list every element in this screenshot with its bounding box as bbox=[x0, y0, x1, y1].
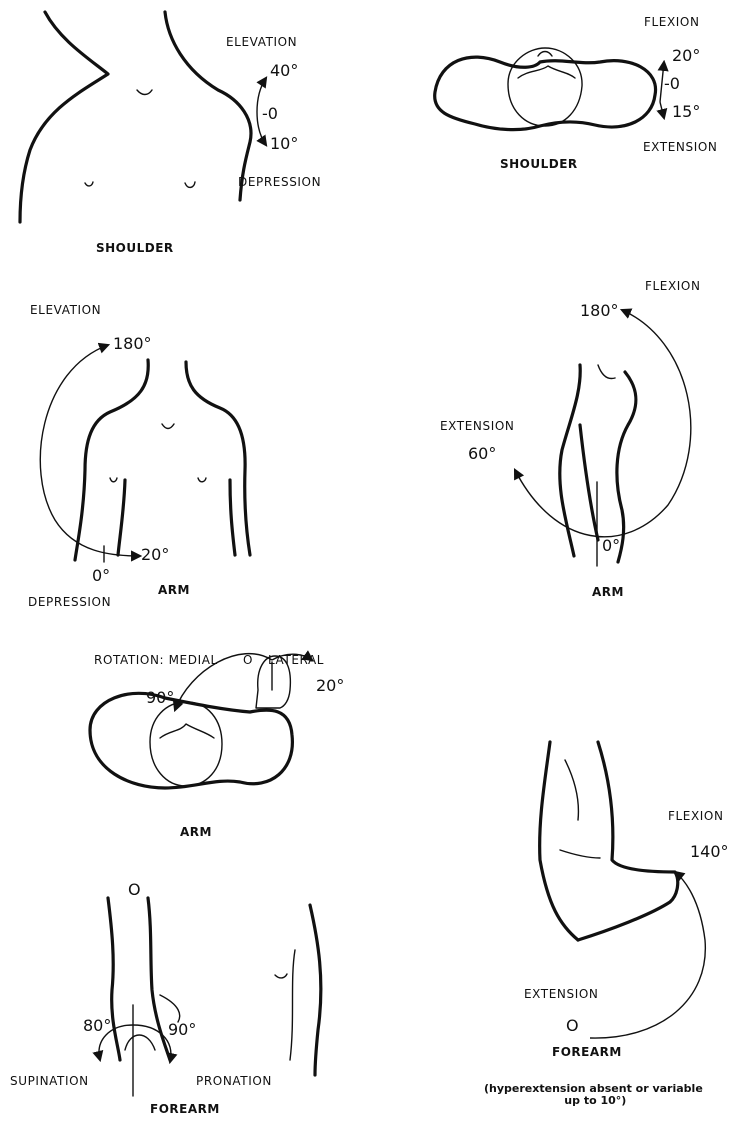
arm-front-elevation-value: 180° bbox=[113, 336, 152, 352]
arm-side-zero: 0° bbox=[602, 538, 620, 554]
shoulder-front-elevation-label: ELEVATION bbox=[226, 36, 297, 48]
forearm-flexion-motion-arrow bbox=[590, 872, 705, 1038]
hyperextension-note: (hyperextension absent or variable up to… bbox=[484, 1083, 703, 1107]
forearm-rotation-supination-label: SUPINATION bbox=[10, 1075, 89, 1087]
forearm-rotation-pronation-label: PRONATION bbox=[196, 1075, 272, 1087]
forearm-rotation-zero: O bbox=[128, 882, 141, 898]
shoulder-top-extension-value: 15° bbox=[672, 104, 700, 120]
shoulder-top-flexion-value: 20° bbox=[672, 48, 700, 64]
shoulder-top-zero: -0 bbox=[664, 76, 680, 92]
arm-front-elevation-label: ELEVATION bbox=[30, 304, 101, 316]
shoulder-top-caption: SHOULDER bbox=[500, 158, 578, 170]
forearm-flexion-zero: O bbox=[566, 1018, 579, 1034]
arm-side-extension-value: 60° bbox=[468, 446, 496, 462]
shoulder-front-depression-value: 10° bbox=[270, 136, 298, 152]
arm-front-zero: 0° bbox=[92, 568, 110, 584]
arm-rotation-figure bbox=[90, 656, 292, 788]
arm-side-motion-arrow bbox=[515, 310, 691, 566]
forearm-rotation-figure bbox=[108, 898, 321, 1075]
arm-rotation-caption: ARM bbox=[180, 826, 212, 838]
arm-front-motion-arrow bbox=[40, 345, 140, 562]
shoulder-top-extension-label: EXTENSION bbox=[643, 141, 717, 153]
shoulder-front-depression-label: DEPRESSION bbox=[238, 176, 321, 188]
shoulder-front-caption: SHOULDER bbox=[96, 242, 174, 254]
forearm-rotation-supination-value: 80° bbox=[83, 1018, 111, 1034]
arm-rotation-heading-lateral: LATERAL bbox=[268, 654, 324, 666]
arm-side-extension-label: EXTENSION bbox=[440, 420, 514, 432]
arm-side-figure bbox=[560, 365, 636, 562]
arm-front-caption: ARM bbox=[158, 584, 190, 596]
shoulder-top-flexion-label: FLEXION bbox=[644, 16, 700, 28]
arm-side-flexion-value: 180° bbox=[580, 303, 619, 319]
arm-front-figure bbox=[75, 360, 250, 560]
shoulder-top-figure bbox=[435, 48, 656, 130]
forearm-flexion-caption: FOREARM bbox=[552, 1046, 622, 1058]
arm-side-flexion-label: FLEXION bbox=[645, 280, 701, 292]
arm-front-depression-value: 20° bbox=[141, 547, 169, 563]
forearm-extension-label: EXTENSION bbox=[524, 988, 598, 1000]
shoulder-front-elevation-value: 40° bbox=[270, 63, 298, 79]
arm-rotation-zero: O bbox=[243, 654, 253, 666]
arm-rotation-medial-value: 90° bbox=[146, 690, 174, 706]
forearm-flexion-value: 140° bbox=[690, 844, 729, 860]
arm-rotation-heading: ROTATION: MEDIAL bbox=[94, 654, 218, 666]
shoulder-front-figure bbox=[20, 12, 251, 222]
arm-rotation-lateral-value: 20° bbox=[316, 678, 344, 694]
arm-front-depression-label: DEPRESSION bbox=[28, 596, 111, 608]
shoulder-front-zero: -0 bbox=[262, 106, 278, 122]
forearm-rotation-pronation-value: 90° bbox=[168, 1022, 196, 1038]
forearm-flexion-label: FLEXION bbox=[668, 810, 724, 822]
arm-side-caption: ARM bbox=[592, 586, 624, 598]
forearm-flexion-figure bbox=[540, 742, 678, 940]
forearm-rotation-caption: FOREARM bbox=[150, 1103, 220, 1115]
